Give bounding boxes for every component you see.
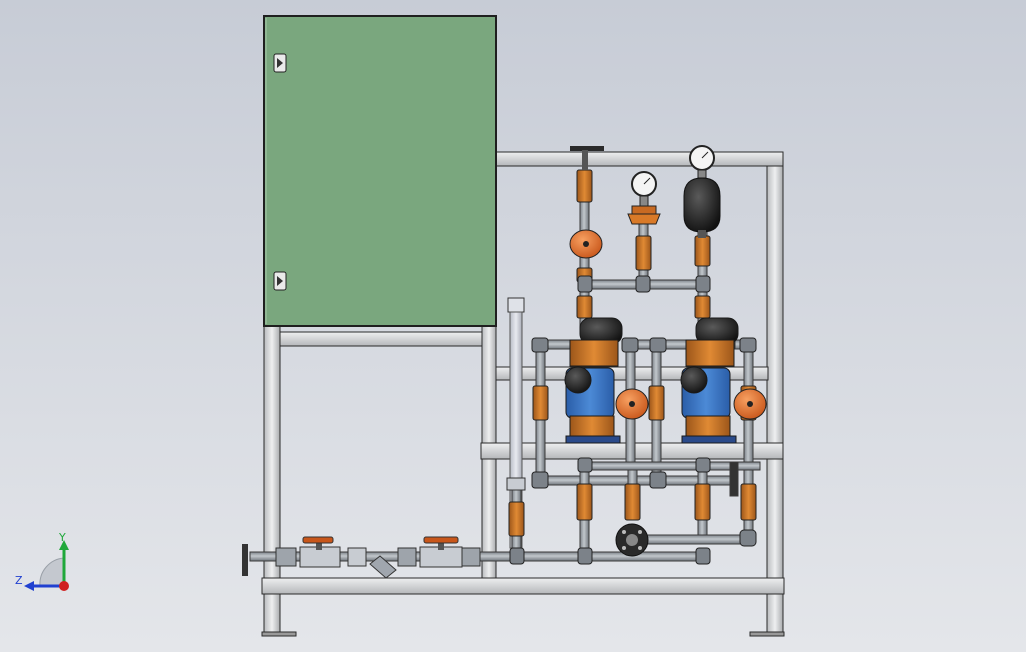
top-isolation-valve[interactable]: [570, 146, 604, 170]
axis-label-y: Y: [59, 531, 66, 544]
pressure-gauge-1[interactable]: [627, 171, 661, 225]
ball-valve-1[interactable]: [299, 536, 341, 568]
pipe-tees: [509, 275, 757, 565]
y-strainer[interactable]: [347, 547, 397, 579]
pressure-gauge-2[interactable]: [689, 145, 715, 179]
cabinet-latch-top[interactable]: [273, 53, 287, 73]
control-cabinet[interactable]: [263, 15, 497, 327]
relief-valve-3[interactable]: [733, 388, 767, 420]
axis-label-z: Z: [15, 574, 23, 587]
cabinet-latch-bottom[interactable]: [273, 271, 287, 291]
metering-pump-1[interactable]: [564, 317, 623, 444]
relief-valve-1[interactable]: [569, 229, 603, 259]
suction-unions: [275, 547, 481, 567]
relief-valve-2[interactable]: [615, 388, 649, 420]
pulsation-dampener[interactable]: [683, 177, 721, 238]
flanged-connection[interactable]: [615, 523, 649, 557]
axis-triad: [24, 540, 69, 591]
metering-pump-2[interactable]: [680, 317, 739, 444]
inlet-flange[interactable]: [242, 544, 248, 576]
ball-valve-2[interactable]: [419, 536, 463, 568]
calibration-column[interactable]: [506, 297, 526, 549]
